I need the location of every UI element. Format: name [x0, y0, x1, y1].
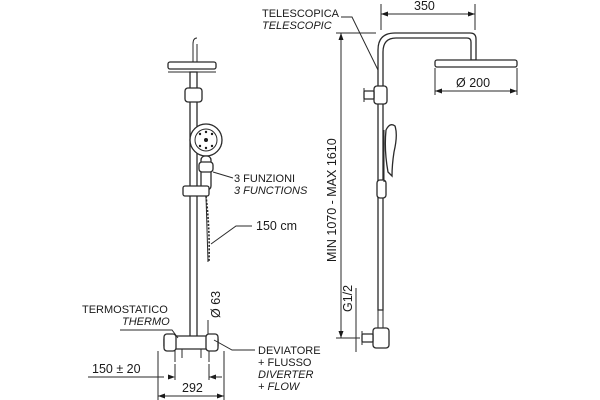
side-wall-bracket-top	[363, 90, 375, 100]
dim-d200-arrow-right	[510, 88, 517, 94]
label-termostatico-it: TERMOSTATICO	[82, 304, 168, 316]
dim-350-arrow-right	[468, 11, 475, 17]
side-slider	[376, 179, 387, 199]
side-annotations: TELESCOPICA TELESCOPIC 350 Ø 200 MIN 107…	[262, 0, 518, 352]
front-rain-shower-head	[167, 61, 217, 70]
label-hose-length: 150 cm	[256, 219, 297, 233]
front-telescopic-joint	[184, 87, 203, 103]
label-telescopica-it: TELESCOPICA	[262, 8, 340, 20]
label-funzioni-it: 3 FUNZIONI	[234, 173, 295, 185]
dim-292-arrow-left	[158, 393, 165, 399]
label-diverter-en: DIVERTER	[258, 369, 313, 381]
label-deviatore-it: DEVIATORE	[258, 345, 321, 357]
dim-292-arrow-right	[217, 393, 224, 399]
front-column-upper	[189, 71, 198, 341]
dim-150-arrow-left	[168, 374, 175, 380]
front-annotations: 3 FUNZIONI 3 FUNCTIONS 150 cm Ø 63 TERMO…	[82, 171, 321, 400]
label-dim-d200: Ø 200	[456, 76, 490, 90]
funzioni-leader	[212, 171, 234, 179]
label-termostatico-en: THERMO	[122, 316, 170, 328]
side-hand-shower	[384, 124, 397, 178]
side-rain-shower-head	[434, 59, 518, 68]
label-funzioni-en: 3 FUNCTIONS	[234, 185, 308, 197]
side-mixer-body	[372, 327, 390, 349]
label-g12: G1/2	[341, 285, 355, 312]
dim-height-arrow-bottom	[338, 331, 344, 338]
label-dim-150: 150 ± 20	[92, 362, 141, 376]
dim-d200-arrow-left	[435, 88, 442, 94]
telescopica-leader	[341, 16, 379, 71]
dim-height-arrow-top	[338, 33, 344, 40]
side-wall-connector	[361, 333, 374, 343]
label-telescopica-en: TELESCOPIC	[262, 20, 332, 32]
front-hose	[205, 195, 210, 263]
front-mixer-left-knob	[163, 333, 177, 352]
front-arm-elbow	[192, 37, 198, 62]
label-flow-en: + FLOW	[258, 381, 301, 393]
termostatico-leader	[120, 329, 179, 339]
front-view	[163, 37, 223, 362]
side-view	[361, 32, 518, 349]
side-telescopic-joint	[373, 85, 388, 105]
front-mixer-right-knob	[205, 333, 219, 352]
label-d63: Ø 63	[209, 291, 223, 318]
deviatore-leader	[213, 339, 255, 351]
front-hand-shower	[189, 123, 223, 191]
label-dim-292: 292	[182, 381, 203, 395]
label-dim-350: 350	[414, 0, 435, 13]
label-dim-height: MIN 1070 - MAX 1610	[325, 138, 339, 262]
label-flusso-it: + FLUSSO	[258, 357, 312, 369]
hose-leader	[210, 225, 252, 245]
dim-350-arrow-left	[381, 11, 388, 17]
front-hose-line	[205, 195, 209, 263]
front-slider-bracket	[182, 185, 210, 197]
